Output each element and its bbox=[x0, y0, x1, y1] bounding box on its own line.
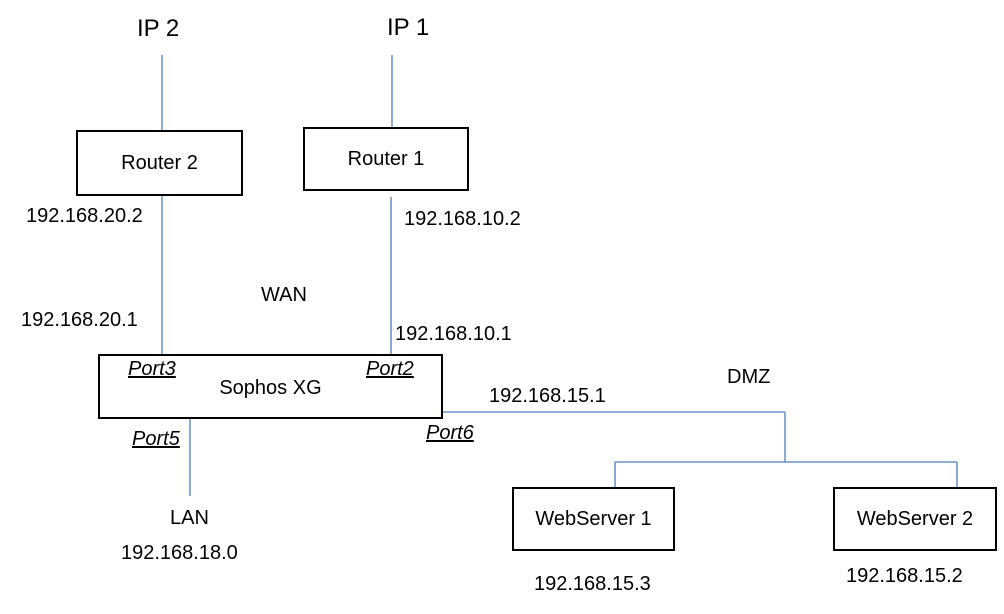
wan2-ip: 192.168.20.1 bbox=[21, 309, 138, 331]
router1-label: Router 1 bbox=[347, 147, 425, 170]
webserver2-label: WebServer 2 bbox=[856, 507, 974, 530]
lan-label: LAN bbox=[170, 507, 209, 529]
port5-label: Port5 bbox=[132, 428, 180, 450]
lan-ip: 192.168.18.0 bbox=[121, 542, 238, 564]
dmz-label: DMZ bbox=[727, 366, 771, 388]
firewall-node: Sophos XG bbox=[98, 354, 443, 419]
webserver2-ip: 192.168.15.2 bbox=[846, 565, 963, 587]
ip1-label: IP 1 bbox=[387, 14, 430, 41]
port6-label: Port6 bbox=[426, 422, 474, 444]
router2-node: Router 2 bbox=[76, 130, 243, 196]
webserver1-label: WebServer 1 bbox=[535, 507, 652, 530]
router1-node: Router 1 bbox=[303, 127, 469, 191]
webserver2-node: WebServer 2 bbox=[833, 487, 997, 551]
port2-label: Port2 bbox=[366, 358, 414, 380]
router1-ip: 192.168.10.2 bbox=[404, 208, 521, 230]
wan1-ip: 192.168.10.1 bbox=[395, 323, 512, 345]
webserver1-ip: 192.168.15.3 bbox=[534, 573, 651, 595]
dmz-ip: 192.168.15.1 bbox=[489, 385, 606, 407]
router2-ip: 192.168.20.2 bbox=[26, 205, 143, 227]
ip2-label: IP 2 bbox=[137, 15, 180, 42]
port3-label: Port3 bbox=[128, 358, 176, 380]
firewall-label: Sophos XG bbox=[219, 377, 322, 399]
wan-label: WAN bbox=[261, 284, 307, 306]
webserver1-node: WebServer 1 bbox=[512, 487, 675, 551]
router2-label: Router 2 bbox=[121, 151, 198, 174]
